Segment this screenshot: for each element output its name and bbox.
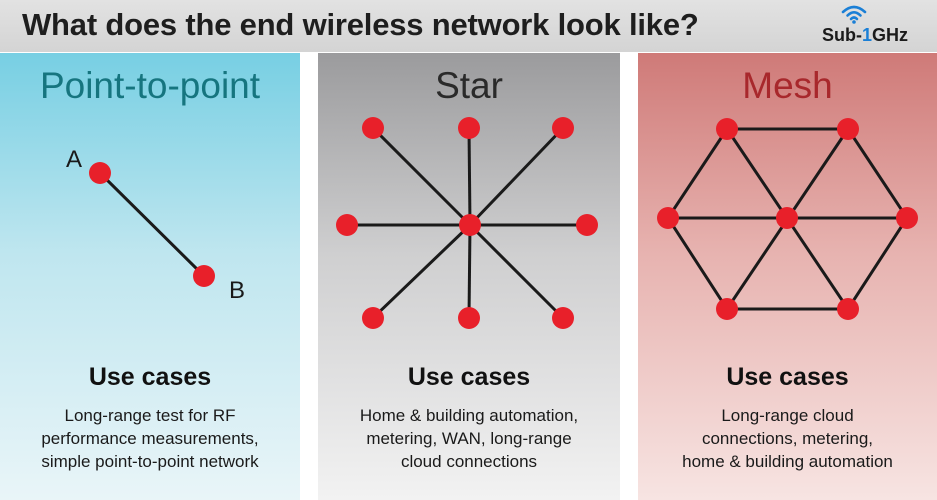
star-nodes	[336, 117, 598, 329]
panel-star: Star Use cases Home & building automatio…	[318, 53, 620, 500]
node	[657, 207, 679, 229]
node	[552, 307, 574, 329]
use-case-line: Home & building automation,	[359, 406, 579, 425]
node	[837, 298, 859, 320]
node	[362, 117, 384, 139]
node	[896, 207, 918, 229]
panel-title-point-to-point: Point-to-point	[39, 65, 261, 106]
node	[716, 298, 738, 320]
panel-title-mesh: Mesh	[742, 65, 833, 106]
node	[362, 307, 384, 329]
logo-prefix: Sub-	[822, 25, 862, 45]
star-diagram	[336, 117, 598, 329]
use-cases-text: Long-range cloud connections, metering, …	[638, 404, 937, 473]
use-case-line: connections, metering,	[701, 429, 874, 448]
hub-node	[459, 214, 481, 236]
use-case-line: Long-range cloud	[721, 406, 854, 425]
node-label-b: B	[229, 277, 245, 304]
mesh-diagram	[657, 118, 918, 320]
node	[776, 207, 798, 229]
node	[458, 117, 480, 139]
mesh-nodes	[657, 118, 918, 320]
node	[837, 118, 859, 140]
panel-point-to-point: Point-to-point A B Use cases Long-range …	[0, 53, 300, 500]
page-title: What does the end wireless network look …	[22, 7, 699, 42]
use-cases-heading: Use cases	[88, 363, 212, 391]
sub1ghz-logo: Sub-1GHz	[818, 2, 930, 50]
node	[576, 214, 598, 236]
header-bar: What does the end wireless network look …	[0, 0, 937, 52]
use-cases-heading: Use cases	[407, 363, 531, 391]
star-links	[347, 126, 587, 320]
use-cases-text: Long-range test for RF performance measu…	[0, 404, 300, 473]
logo-highlight: 1	[862, 25, 873, 45]
use-case-line: Long-range test for RF	[64, 406, 236, 425]
panel-mesh: Mesh Use cases Long-range cloud connecti…	[638, 53, 937, 500]
node-a	[89, 162, 111, 184]
node	[716, 118, 738, 140]
logo-text: Sub-1GHz	[822, 25, 908, 46]
node	[458, 307, 480, 329]
wifi-icon	[841, 5, 867, 24]
point-to-point-diagram: A B	[66, 146, 245, 304]
use-cases-heading: Use cases	[726, 363, 849, 391]
link-a-b	[98, 171, 206, 278]
use-case-line: metering, WAN, long-range	[366, 429, 572, 448]
use-case-line: performance measurements,	[41, 429, 259, 448]
use-case-line: cloud connections	[400, 452, 538, 471]
node-b	[193, 265, 215, 287]
logo-suffix: GHz	[872, 25, 909, 45]
node-label-a: A	[66, 146, 82, 173]
use-case-line: simple point-to-point network	[41, 452, 259, 471]
node	[336, 214, 358, 236]
panel-title-star: Star	[435, 65, 503, 106]
use-cases-text: Home & building automation, metering, WA…	[318, 404, 620, 473]
node	[552, 117, 574, 139]
use-case-line: home & building automation	[682, 452, 893, 471]
